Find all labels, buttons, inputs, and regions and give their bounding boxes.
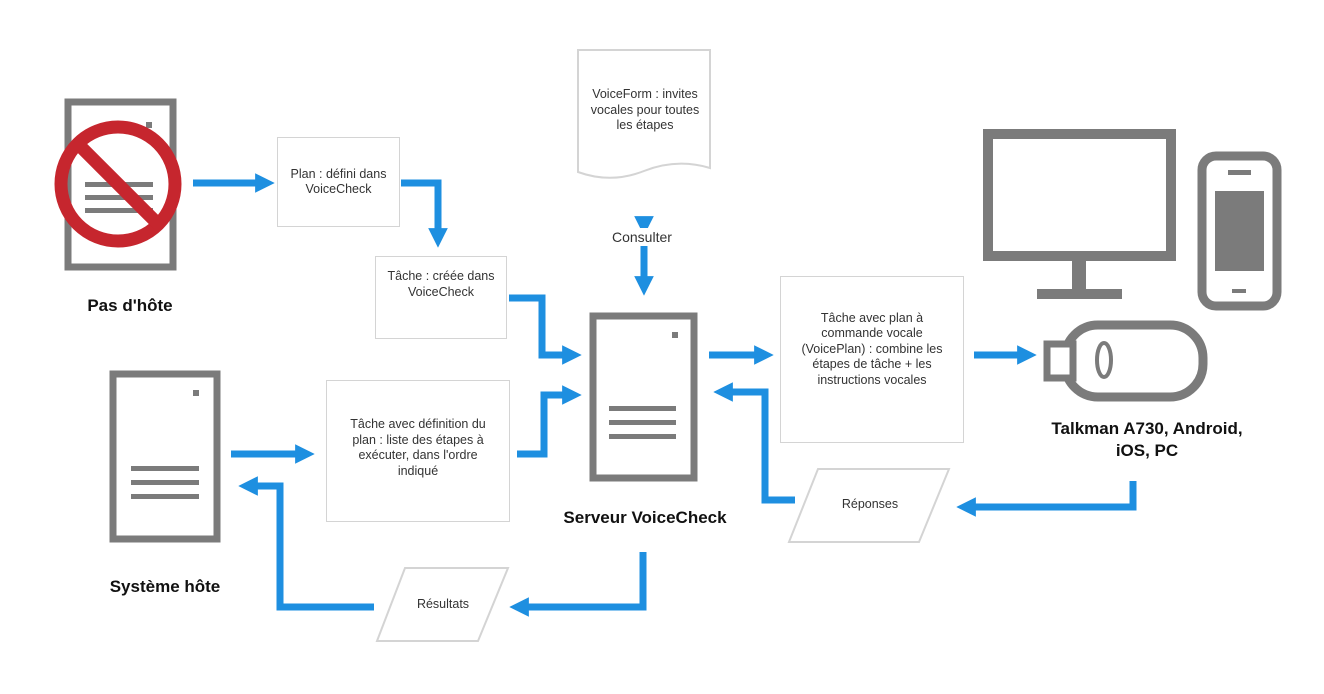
plan-text: Plan : défini dans VoiceCheck [290, 166, 387, 197]
task-text: Tâche : créée dans VoiceCheck [387, 269, 495, 299]
plan-box: Plan : défini dans VoiceCheck [277, 137, 400, 227]
server-label: Serveur VoiceCheck [563, 508, 727, 527]
arrow-task-to-server [509, 294, 582, 365]
results-text: Résultats [416, 597, 470, 611]
arrow-results-to-host [238, 476, 374, 611]
devices-label-line1: Talkman A730, Android, [1051, 419, 1243, 438]
consult-label: Consulter [609, 228, 675, 246]
voiceform-document-shape [577, 49, 711, 179]
devices-label-line2: iOS, PC [1115, 441, 1179, 460]
voiceplan-text: Tâche avec plan à commande vocale (Voice… [801, 310, 943, 387]
talkman-device-icon [1043, 320, 1208, 402]
task-definition-box: Tâche avec définition du plan : liste de… [326, 380, 510, 522]
arrow-responses-to-server [713, 382, 795, 504]
monitor-icon [983, 129, 1176, 299]
arrow-plan-to-task [401, 179, 448, 248]
arrow-taskdef-to-server [517, 385, 582, 458]
no-host-label: Pas d'hôte [87, 296, 173, 315]
host-system-label: Système hôte [109, 577, 221, 596]
prohibited-icon [54, 120, 182, 248]
devices-label: Talkman A730, Android, iOS, PC [1027, 418, 1267, 462]
arrow-devices-to-responses [956, 481, 1137, 517]
host-system-server-icon [109, 370, 221, 543]
voiceplan-box: Tâche avec plan à commande vocale (Voice… [780, 276, 964, 443]
results-shape [375, 567, 510, 642]
task-box: Tâche : créée dans VoiceCheck [375, 256, 507, 339]
voicecheck-server-icon [589, 312, 698, 482]
phone-icon [1197, 151, 1282, 311]
responses-text: Réponses [841, 497, 899, 511]
task-definition-text: Tâche avec définition du plan : liste de… [350, 417, 486, 478]
responses-shape [787, 468, 951, 543]
voiceform-text: VoiceForm : invites vocales pour toutes … [590, 87, 700, 132]
arrow-server-to-results [509, 552, 647, 617]
